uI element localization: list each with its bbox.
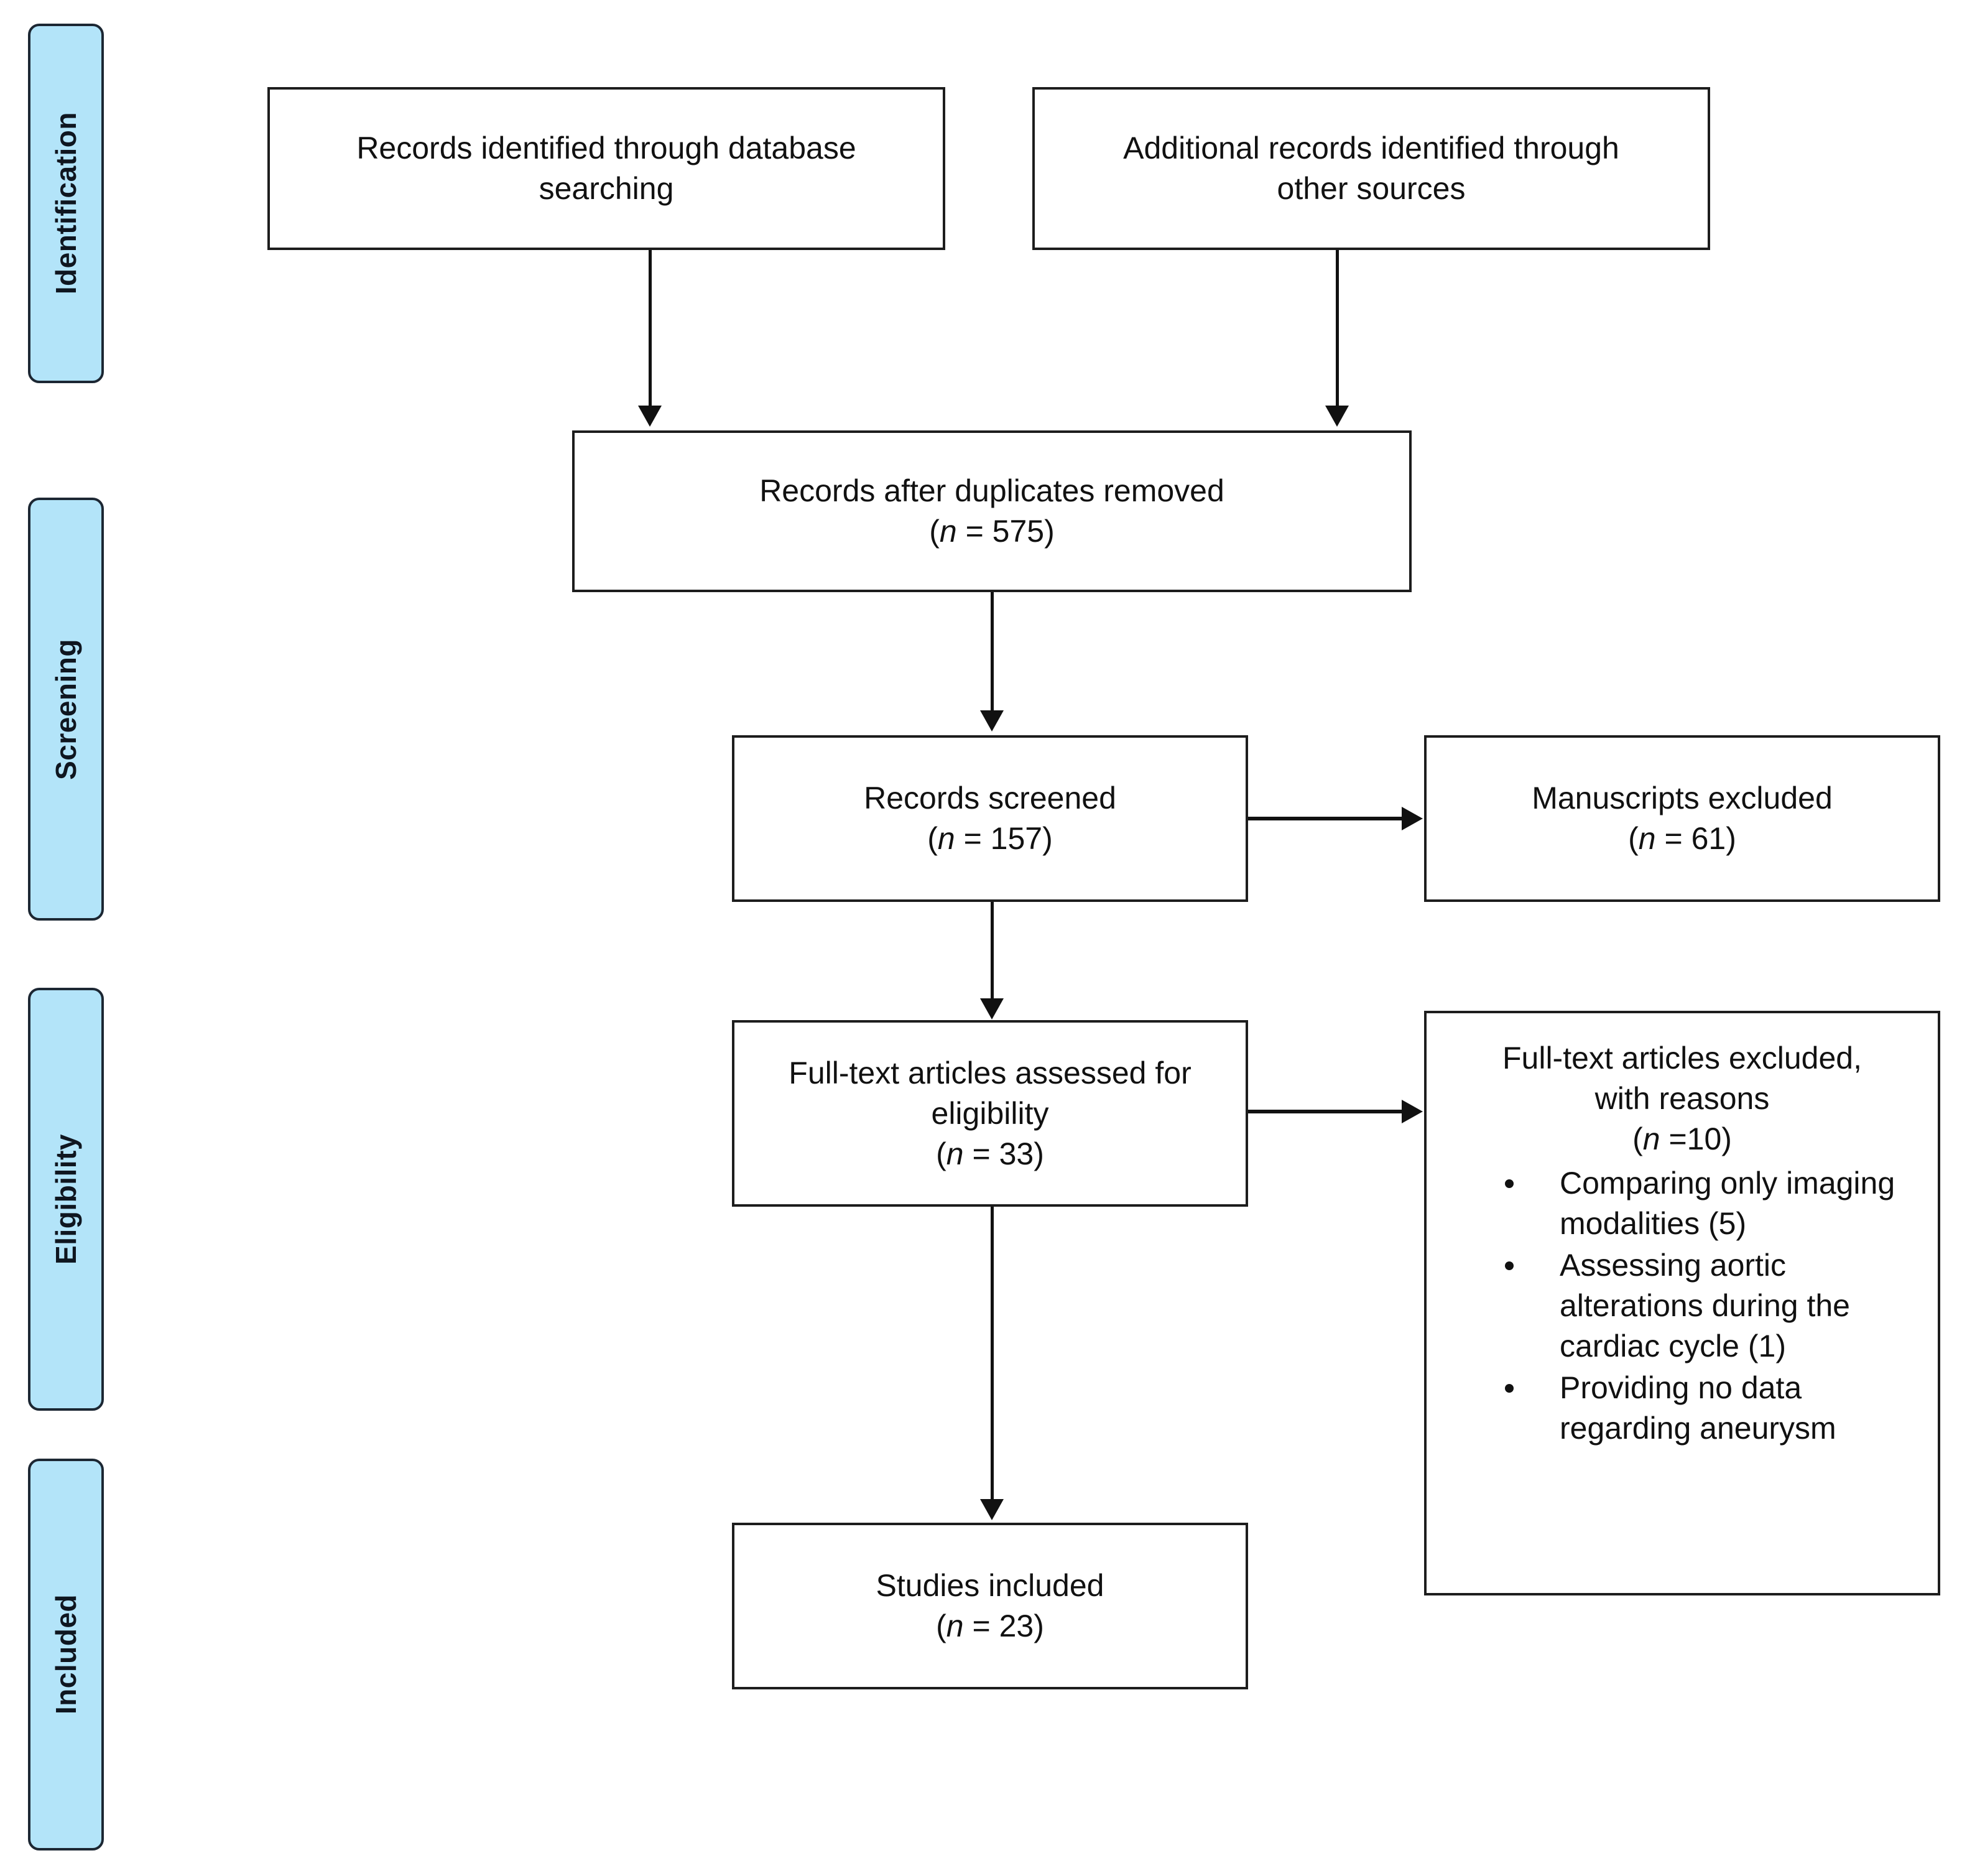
n-value: 10 bbox=[1687, 1121, 1722, 1156]
n-value: 61 bbox=[1691, 821, 1726, 856]
n-value: 575 bbox=[992, 514, 1045, 549]
box-count-line: (n = 33) bbox=[936, 1134, 1044, 1174]
box-studies-included: Studies included (n = 23) bbox=[732, 1523, 1248, 1689]
box-line-1: Studies included bbox=[876, 1568, 1104, 1603]
equals-sign: = bbox=[955, 821, 991, 856]
connector-screened-to-manuscripts-excluded bbox=[1248, 817, 1404, 820]
box-line-2: searching bbox=[539, 171, 674, 206]
arrowhead-database-to-duplicates bbox=[638, 406, 662, 427]
n-symbol: n bbox=[939, 514, 957, 549]
exclusion-reason-item: Assessing aortic alterations during the … bbox=[1500, 1245, 1922, 1367]
arrowhead-screened-to-fulltext bbox=[980, 998, 1004, 1019]
box-line-1: Manuscripts excluded bbox=[1532, 781, 1833, 815]
n-value: 23 bbox=[999, 1609, 1034, 1643]
box-line-1: Additional records identified through bbox=[1123, 131, 1619, 165]
phase-pill-identification: Identification bbox=[28, 24, 104, 383]
n-symbol: n bbox=[946, 1609, 964, 1643]
n-symbol: n bbox=[946, 1136, 964, 1171]
paren-close: ) bbox=[1721, 1121, 1732, 1156]
n-symbol: n bbox=[937, 821, 955, 856]
paren-open: ( bbox=[936, 1136, 946, 1171]
arrowhead-other-sources-to-duplicates bbox=[1325, 406, 1349, 427]
arrowhead-fulltext-to-studies-included bbox=[980, 1499, 1004, 1520]
box-count-line: (n = 23) bbox=[936, 1606, 1044, 1646]
exclusion-reason-item: Comparing only imaging modalities (5) bbox=[1500, 1163, 1922, 1244]
paren-close: ) bbox=[1034, 1609, 1044, 1643]
box-count-line: (n = 575) bbox=[929, 511, 1055, 552]
n-symbol: n bbox=[1642, 1121, 1660, 1156]
phase-pill-screening: Screening bbox=[28, 498, 104, 921]
box-line-1: Full-text articles excluded, bbox=[1502, 1041, 1862, 1075]
phase-label-eligibility: Eligibility bbox=[50, 1134, 82, 1265]
connector-database-to-duplicates bbox=[649, 250, 652, 409]
paren-close: ) bbox=[1034, 1136, 1044, 1171]
connector-duplicates-to-screened bbox=[991, 592, 994, 713]
phase-pill-included: Included bbox=[28, 1459, 104, 1850]
paren-close: ) bbox=[1726, 821, 1736, 856]
box-fulltext-articles-excluded-with-reasons: Full-text articles excluded, with reason… bbox=[1424, 1011, 1940, 1595]
phase-label-screening: Screening bbox=[50, 638, 82, 780]
n-symbol: n bbox=[1638, 821, 1656, 856]
arrowhead-screened-to-manuscripts-excluded bbox=[1402, 807, 1423, 830]
box-count-line: (n =10) bbox=[1443, 1119, 1922, 1159]
arrowhead-duplicates-to-screened bbox=[980, 710, 1004, 731]
paren-open: ( bbox=[929, 514, 940, 549]
box-additional-records-other-sources: Additional records identified through ot… bbox=[1032, 87, 1710, 250]
equals-sign: = bbox=[963, 1609, 999, 1643]
box-records-identified-database: Records identified through database sear… bbox=[267, 87, 945, 250]
paren-open: ( bbox=[936, 1609, 946, 1643]
box-line-1: Full-text articles assessed for bbox=[789, 1055, 1192, 1090]
connector-fulltext-to-studies-included bbox=[991, 1207, 994, 1502]
phase-label-included: Included bbox=[50, 1594, 82, 1715]
paren-close: ) bbox=[1042, 821, 1053, 856]
connector-other-sources-to-duplicates bbox=[1336, 250, 1339, 409]
paren-open: ( bbox=[1628, 821, 1639, 856]
paren-open: ( bbox=[927, 821, 938, 856]
phase-pill-eligibility: Eligibility bbox=[28, 988, 104, 1411]
box-records-after-duplicates-removed: Records after duplicates removed (n = 57… bbox=[572, 430, 1412, 592]
box-count-line: (n = 157) bbox=[927, 819, 1053, 859]
box-count-line: (n = 61) bbox=[1628, 819, 1736, 859]
phase-label-identification: Identification bbox=[50, 112, 82, 295]
arrowhead-fulltext-to-excluded-reasons bbox=[1402, 1100, 1423, 1123]
exclusion-reasons-list: Comparing only imaging modalities (5) As… bbox=[1443, 1163, 1922, 1450]
box-manuscripts-excluded: Manuscripts excluded (n = 61) bbox=[1424, 735, 1940, 902]
connector-fulltext-to-excluded-reasons bbox=[1248, 1110, 1404, 1113]
equals-sign: = bbox=[956, 514, 993, 549]
n-value: 157 bbox=[990, 821, 1043, 856]
exclusion-reason-item: Providing no data regarding aneurysm bbox=[1500, 1368, 1922, 1449]
box-records-screened: Records screened (n = 157) bbox=[732, 735, 1248, 902]
equals-sign: = bbox=[1655, 821, 1691, 856]
box-line-2: other sources bbox=[1277, 171, 1466, 206]
box-line-2: with reasons bbox=[1594, 1081, 1770, 1116]
box-line-2: eligibility bbox=[931, 1095, 1049, 1131]
paren-open: ( bbox=[1632, 1121, 1643, 1156]
connector-screened-to-fulltext bbox=[991, 902, 994, 1001]
box-line-1: Records after duplicates removed bbox=[759, 473, 1224, 508]
n-value: 33 bbox=[999, 1136, 1034, 1171]
box-line-1: Records screened bbox=[864, 781, 1116, 815]
equals-sign: = bbox=[1660, 1121, 1687, 1156]
equals-sign: = bbox=[963, 1136, 999, 1171]
box-line-1: Records identified through database bbox=[356, 131, 856, 165]
paren-close: ) bbox=[1044, 514, 1055, 549]
box-fulltext-articles-assessed: Full-text articles assessed for eligibil… bbox=[732, 1020, 1248, 1207]
